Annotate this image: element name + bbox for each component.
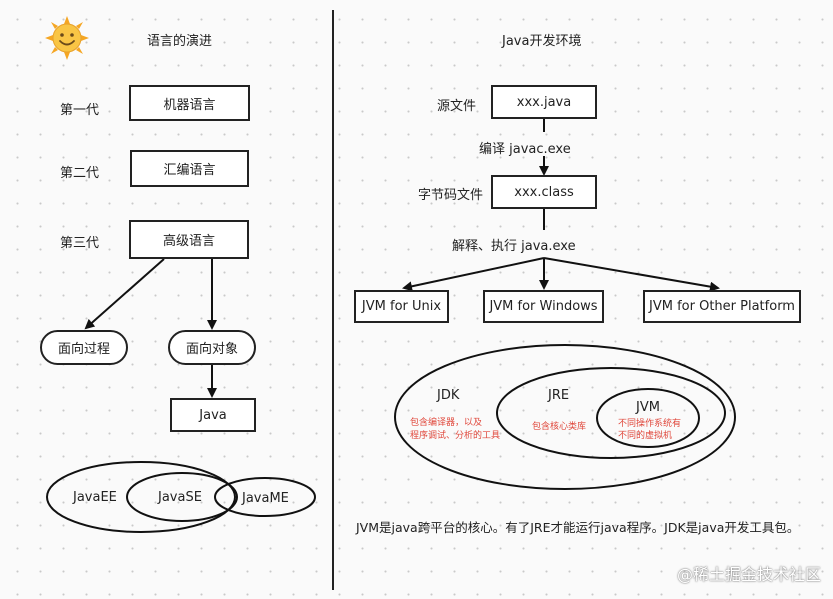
jvm-desc-line2: 不同的虚拟机 bbox=[618, 431, 673, 441]
bytecode-file-label: 字节码文件 bbox=[418, 188, 484, 203]
procedural-pill: 面向过程 bbox=[40, 330, 128, 365]
venn-javaee-label: JavaEE bbox=[73, 490, 117, 505]
jvm-other-platform-box: JVM for Other Platform bbox=[643, 290, 801, 323]
high-level-language-box: 高级语言 bbox=[129, 220, 249, 259]
gen1-label: 第一代 bbox=[60, 103, 100, 118]
left-title: 语言的演进 bbox=[147, 34, 213, 49]
ellipse-jvm bbox=[596, 388, 700, 448]
venn-javame-label: JavaME bbox=[242, 491, 289, 506]
column-divider bbox=[332, 10, 334, 590]
arrow-to-jvm-unix bbox=[402, 257, 545, 292]
jvm-title: JVM bbox=[636, 400, 660, 415]
jdk-desc-line2: 程序调试、分析的工具 bbox=[410, 431, 501, 441]
watermark: @稀土掘金技术社区 bbox=[676, 565, 821, 584]
jdk-title: JDK bbox=[437, 388, 460, 403]
ellipse-jre bbox=[496, 367, 726, 459]
java-box: Java bbox=[170, 398, 256, 432]
summary-text: JVM是java跨平台的核心。有了JRE才能运行java程序。JDK是java开… bbox=[356, 520, 800, 535]
assembly-language-box: 汇编语言 bbox=[130, 150, 249, 187]
jre-title: JRE bbox=[548, 388, 570, 403]
right-title: Java开发环境 bbox=[502, 34, 582, 49]
venn-javase-label: JavaSE bbox=[158, 490, 202, 505]
gen2-label: 第二代 bbox=[60, 166, 100, 181]
arrow-high-to-pop bbox=[84, 258, 165, 330]
jvm-unix-box: JVM for Unix bbox=[354, 290, 449, 323]
source-file-label: 源文件 bbox=[437, 99, 477, 114]
ellipse-jdk bbox=[394, 344, 736, 490]
venn-javase bbox=[126, 472, 238, 522]
sun-face-icon bbox=[45, 16, 89, 60]
venn-javame bbox=[214, 477, 316, 517]
compile-label: 编译 javac.exe bbox=[479, 142, 571, 157]
arrow-to-jvm-other bbox=[543, 257, 720, 292]
jvm-windows-box: JVM for Windows bbox=[483, 290, 604, 323]
jvm-desc-line1: 不同操作系统有 bbox=[618, 419, 682, 429]
bytecode-file-box: xxx.class bbox=[491, 175, 597, 209]
machine-language-box: 机器语言 bbox=[129, 85, 250, 121]
object-oriented-pill: 面向对象 bbox=[168, 330, 256, 365]
interpret-run-label: 解释、执行 java.exe bbox=[452, 239, 576, 254]
venn-javaee bbox=[46, 461, 236, 533]
jre-desc: 包含核心类库 bbox=[532, 422, 587, 432]
source-file-box: xxx.java bbox=[491, 85, 597, 119]
gen3-label: 第三代 bbox=[60, 236, 100, 251]
jdk-desc-line1: 包含编译器，以及 bbox=[410, 418, 483, 428]
